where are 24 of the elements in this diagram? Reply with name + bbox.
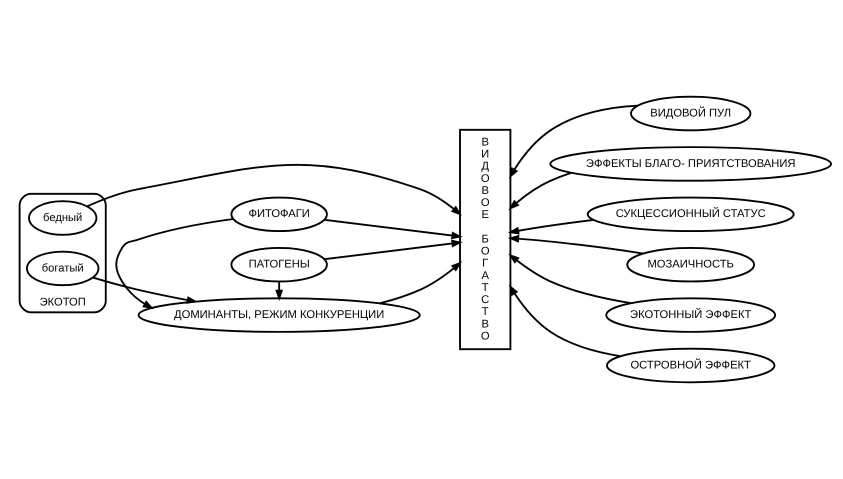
arrow — [275, 282, 284, 301]
arrow — [508, 254, 632, 304]
arrow — [324, 240, 463, 260]
node-ellipse: ЭФФЕКТЫ БЛАГО- ПРИЯТСТВОВАНИЯ — [549, 146, 832, 182]
arrow — [379, 261, 462, 304]
arrow — [508, 172, 572, 210]
node-ellipse: ПАТОГЕНЫ — [230, 246, 328, 282]
arrow — [508, 234, 644, 254]
node-ellipse: бедный — [28, 200, 98, 236]
arrow — [508, 104, 638, 179]
arrow — [324, 218, 463, 240]
node-ellipse: ОСТРОВНОЙ ЭФФЕКТ — [606, 348, 776, 384]
arrow — [508, 219, 594, 235]
arrow — [92, 276, 198, 304]
node-box: ВИДОВОЕ БОГАТСТВО — [459, 128, 512, 350]
node-ellipse: ФИТОФАГИ — [230, 196, 328, 232]
node-ellipse: ВИДОВОЙ ПУЛ — [630, 96, 752, 132]
node-ellipse: ЭКОТОННЫЙ ЭФФЕКТ — [605, 297, 776, 333]
node-ellipse: СУКЦЕССИОННЫЙ СТАТУС — [586, 196, 795, 232]
node-ellipse: богатый — [26, 250, 100, 286]
arrow — [115, 218, 234, 310]
arrow — [508, 284, 621, 358]
node-ellipse: МОЗАИЧНОСТЬ — [626, 246, 755, 282]
arrow — [86, 164, 462, 216]
